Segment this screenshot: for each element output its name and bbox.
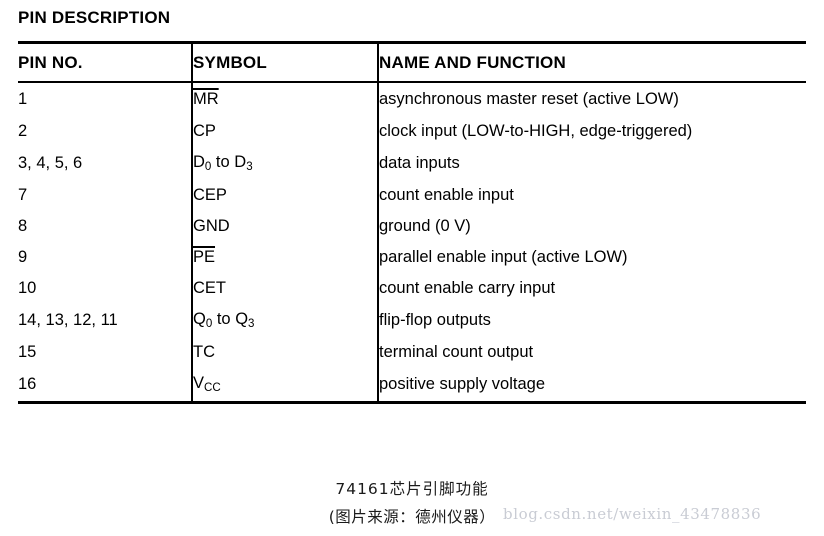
cell-pin-no: 3, 4, 5, 6 xyxy=(18,154,83,172)
symbol-range-separator: to xyxy=(212,310,236,328)
table-row: 9 PE parallel enable input (active LOW) xyxy=(18,242,806,273)
symbol-base-to: Q xyxy=(235,310,249,328)
column-header-pin-no: PIN NO. xyxy=(18,41,192,83)
cell-symbol: CET xyxy=(191,273,378,304)
symbol-subscript-from: 0 xyxy=(204,161,212,173)
table-header-row: PIN NO. SYMBOL NAME AND FUNCTION xyxy=(18,41,806,83)
symbol-range-separator: to xyxy=(211,153,235,171)
cell-name-and-function: asynchronous master reset (active LOW) xyxy=(377,82,806,116)
symbol-text: TC xyxy=(193,343,215,361)
cell-pin-no: 14, 13, 12, 11 xyxy=(18,311,118,329)
symbol-base-to: D xyxy=(234,153,247,171)
cell-pin-no: 15 xyxy=(18,343,37,361)
cell-symbol: TC xyxy=(191,337,378,368)
cell-pin-no: 9 xyxy=(18,248,28,266)
cell-pin-no: 8 xyxy=(18,217,28,235)
symbol-overline-text: MR xyxy=(193,90,219,108)
page-title: PIN DESCRIPTION xyxy=(18,8,171,27)
cell-symbol: CP xyxy=(191,116,378,147)
cell-name-and-function: flip-flop outputs xyxy=(377,304,806,337)
cell-symbol: CEP xyxy=(191,180,378,211)
cell-symbol: D0 to D3 xyxy=(191,147,378,180)
cell-name-and-function: terminal count output xyxy=(377,337,806,368)
symbol-subscript: CC xyxy=(204,382,221,394)
pin-description-table: PIN NO. SYMBOL NAME AND FUNCTION 1 MR asyn… xyxy=(18,41,806,404)
cell-symbol: GND xyxy=(191,211,378,242)
symbol-text: GND xyxy=(193,217,230,235)
symbol-base-from: Q xyxy=(193,310,206,328)
cell-name-and-function: data inputs xyxy=(377,147,806,180)
symbol-base-from: D xyxy=(193,153,205,171)
cell-pin-no: 1 xyxy=(18,90,28,108)
cell-pin-no: 10 xyxy=(18,279,37,297)
cell-symbol: PE xyxy=(191,242,378,273)
table-row: 2 CP clock input (LOW-to-HIGH, edge-trigge… xyxy=(18,116,806,147)
cell-name-and-function: parallel enable input (active LOW) xyxy=(377,242,806,273)
cell-symbol: MR xyxy=(191,82,378,116)
symbol-text: CP xyxy=(193,122,216,140)
table-row: 15 TC terminal count output xyxy=(18,337,806,368)
symbol-subscript-to: 3 xyxy=(246,161,253,173)
table-row: 8 GND ground (0 V) xyxy=(18,211,806,242)
symbol-subscript-from: 0 xyxy=(205,318,213,330)
symbol-subscript-to: 3 xyxy=(248,318,255,330)
cell-name-and-function: positive supply voltage xyxy=(377,368,806,404)
table-body: 1 MR asynchronous master reset (active LOW… xyxy=(18,82,806,404)
csdn-watermark: blog.csdn.net/weixin_43478836 xyxy=(503,505,762,523)
caption-line-1: 74161芯片引脚功能 xyxy=(335,480,489,498)
cell-name-and-function: count enable input xyxy=(377,180,806,211)
cell-symbol: VCC xyxy=(191,368,378,404)
symbol-overline-text: PE xyxy=(193,248,216,266)
column-header-name-and-function: NAME AND FUNCTION xyxy=(377,41,806,83)
cell-name-and-function: clock input (LOW-to-HIGH, edge-triggered… xyxy=(377,116,806,147)
cell-symbol: Q0 to Q3 xyxy=(191,304,378,337)
cell-pin-no: 16 xyxy=(18,368,192,404)
caption-line-2: (图片来源：德州仪器） xyxy=(328,508,496,526)
symbol-text: CEP xyxy=(193,186,227,204)
table-row: 10 CET count enable carry input xyxy=(18,273,806,304)
cell-pin-no: 2 xyxy=(18,122,28,140)
column-header-symbol: SYMBOL xyxy=(191,41,378,83)
cell-name-and-function: count enable carry input xyxy=(377,273,806,304)
cell-name-and-function: ground (0 V) xyxy=(377,211,806,242)
cell-pin-no: 7 xyxy=(18,186,28,204)
table-row: 1 MR asynchronous master reset (active LOW… xyxy=(18,82,806,116)
symbol-base: V xyxy=(193,374,205,392)
symbol-text: CET xyxy=(193,279,226,297)
table-row: 7 CEP count enable input xyxy=(18,180,806,211)
